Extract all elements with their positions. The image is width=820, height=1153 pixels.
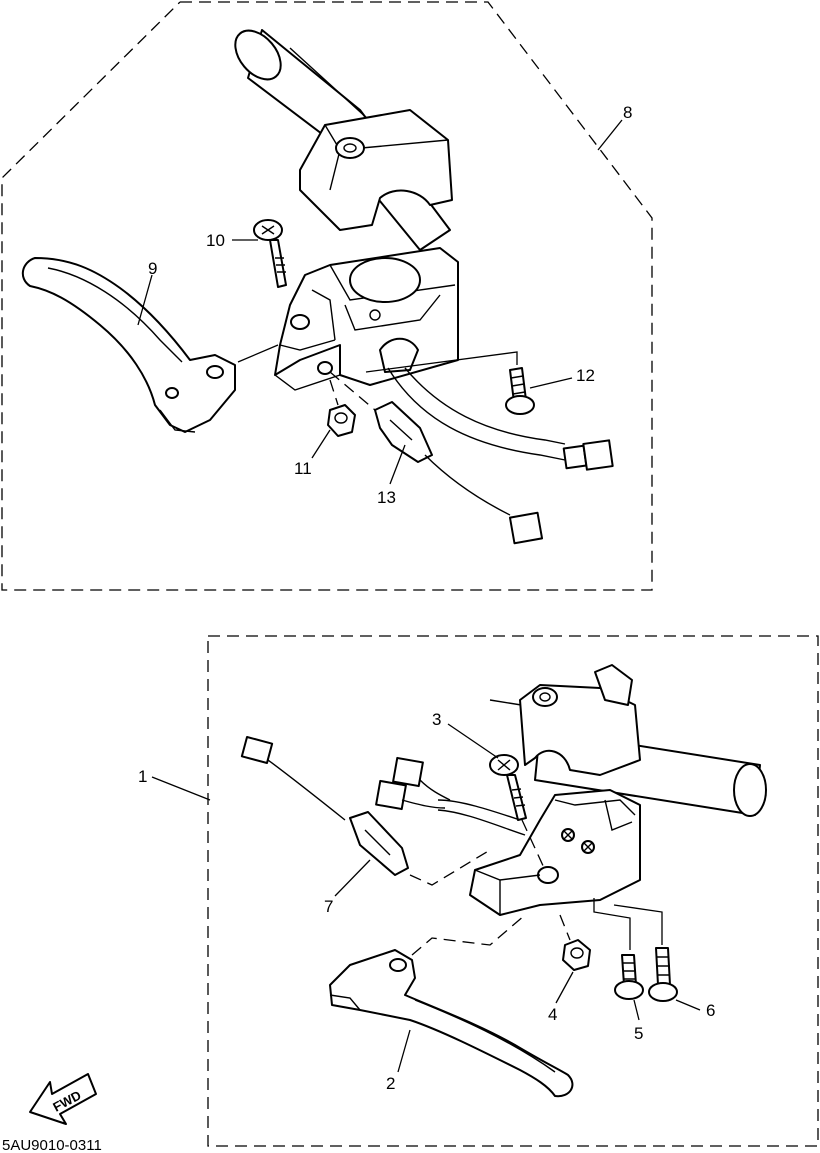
lower-assembly-group: 1 2 3 4 5 6 7 <box>138 635 819 1147</box>
lower-brake-switch <box>240 735 491 886</box>
leader-line-7 <box>334 859 371 897</box>
upper-pivot-bolt <box>253 219 287 288</box>
upper-group-border <box>1 1 653 591</box>
leader-line-6 <box>675 999 701 1011</box>
callout-7: 7 <box>324 897 333 916</box>
lower-screw-5 <box>614 954 644 1000</box>
leader-line-2 <box>397 1029 411 1073</box>
lower-screw-6 <box>648 947 678 1002</box>
lower-lever-nut <box>559 914 591 971</box>
footer-drawing-code: 5AU9010-0311 <box>2 1137 102 1153</box>
lower-pivot-bolt <box>489 754 546 871</box>
callout-5: 5 <box>634 1024 643 1043</box>
upper-switch-harness <box>379 337 614 471</box>
upper-brake-lever <box>21 257 236 433</box>
callout-1: 1 <box>138 767 147 786</box>
upper-brake-switch <box>329 371 544 545</box>
leader-line-holder <box>237 344 279 363</box>
fwd-direction-arrow: FWD <box>29 1073 97 1125</box>
callout-8: 8 <box>623 103 632 122</box>
callout-2: 2 <box>386 1074 395 1093</box>
callout-11: 11 <box>294 459 312 478</box>
lower-clutch-lever <box>329 914 574 1098</box>
callout-4: 4 <box>548 1005 557 1024</box>
leader-line-5 <box>633 999 640 1021</box>
leader-line-13 <box>389 444 406 485</box>
leader-line-9 <box>137 274 153 326</box>
leader-line-11 <box>311 429 331 459</box>
lower-switch-harness <box>375 756 526 836</box>
callout-6: 6 <box>706 1001 715 1020</box>
lower-group-border <box>207 635 819 1147</box>
leader-line-3 <box>447 723 499 759</box>
lower-screw-guide <box>593 898 663 950</box>
upper-mount-screw <box>365 351 535 415</box>
callout-10: 10 <box>206 231 225 250</box>
upper-assembly-group: 8 9 10 11 12 13 <box>1 1 653 591</box>
callout-3: 3 <box>432 710 441 729</box>
lower-lever-holder <box>469 789 641 916</box>
upper-lever-nut <box>327 379 356 437</box>
leader-line-4 <box>555 971 574 1004</box>
upper-lever-holder <box>274 247 459 391</box>
upper-clamp-cap <box>299 109 453 231</box>
callout-9: 9 <box>148 259 157 278</box>
lower-clamp-cap <box>519 664 641 776</box>
leader-line-8 <box>597 119 623 151</box>
callout-13: 13 <box>377 488 396 507</box>
leader-line-12 <box>529 377 573 389</box>
leader-line-1 <box>151 776 211 801</box>
callout-12: 12 <box>576 366 595 385</box>
